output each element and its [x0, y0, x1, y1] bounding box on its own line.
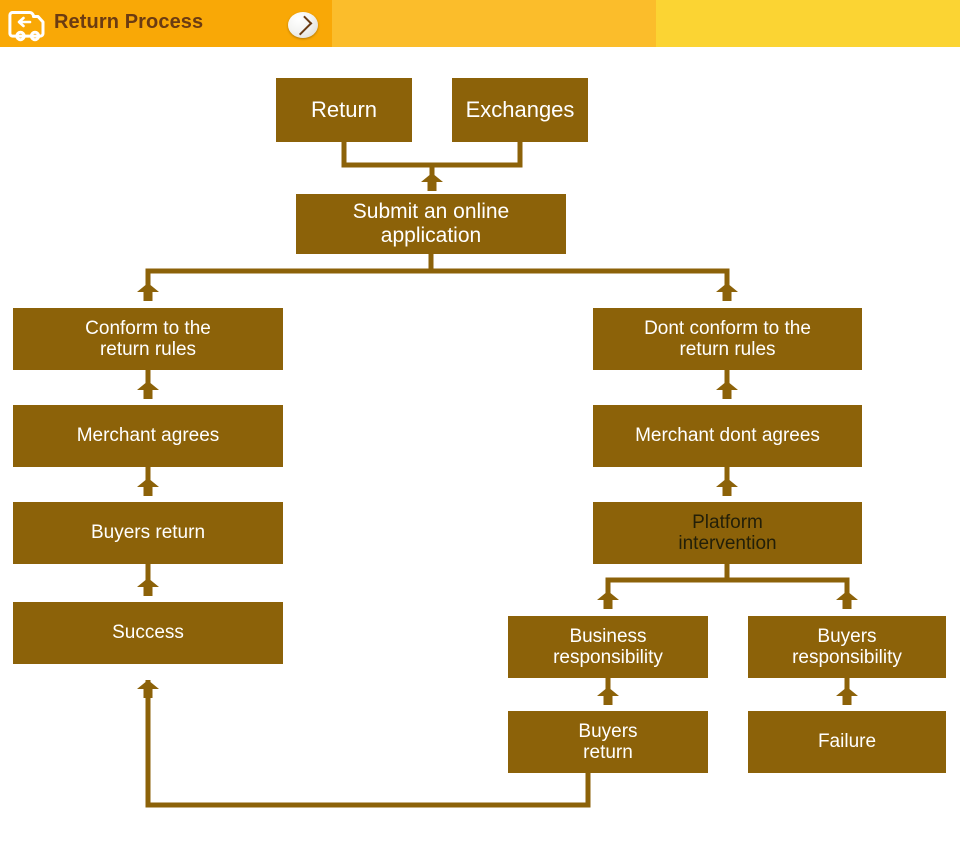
- node-buyers-responsibility[interactable]: Buyers responsibility: [748, 616, 946, 678]
- edge-submit-to-conform: [145, 254, 434, 293]
- header-band-right: [656, 0, 960, 47]
- arrowhead-dontconform: [716, 283, 738, 301]
- node-buyers-return-bottom[interactable]: Buyers return: [508, 711, 708, 773]
- node-merchant-agrees-label: Merchant agrees: [76, 425, 220, 447]
- arrowhead-success: [137, 578, 159, 596]
- node-business-responsibility[interactable]: Business responsibility: [508, 616, 708, 678]
- header-bar: Return Process: [0, 0, 960, 47]
- node-buyers-return-bottom-label: Buyers return: [578, 720, 638, 763]
- arrowhead-submit: [421, 173, 443, 191]
- node-conform-label: Conform to the return rules: [85, 317, 211, 360]
- node-merchant-dont-agrees-label: Merchant dont agrees: [635, 425, 820, 447]
- node-merchant-agrees[interactable]: Merchant agrees: [13, 405, 283, 467]
- edge-return-exchanges-merge: [341, 142, 523, 168]
- edge-submit-to-dontconform: [431, 268, 730, 293]
- node-return[interactable]: Return: [276, 78, 412, 142]
- node-buyers-responsibility-label: Buyers responsibility: [792, 625, 902, 668]
- next-arrow-button[interactable]: [288, 12, 318, 38]
- node-submit-online-application[interactable]: Submit an online application: [296, 194, 566, 254]
- node-success[interactable]: Success: [13, 602, 283, 664]
- header-band-left: [0, 0, 332, 47]
- arrowhead-buyers-return-bottom: [597, 687, 619, 705]
- node-exchanges[interactable]: Exchanges: [452, 78, 588, 142]
- arrowhead-buyers-return-left: [137, 478, 159, 496]
- edge-platform-to-buyersresp: [727, 577, 850, 601]
- arrowhead-buyers-resp: [836, 591, 858, 609]
- header-band-middle: [332, 0, 656, 47]
- node-dont-conform-label: Dont conform to the return rules: [644, 317, 811, 360]
- node-merchant-dont-agrees[interactable]: Merchant dont agrees: [593, 405, 862, 467]
- arrowhead-platform: [716, 478, 738, 496]
- chevron-right-icon: [292, 15, 313, 36]
- node-platform-intervention-label: Platform intervention: [678, 511, 777, 554]
- node-return-label: Return: [310, 96, 378, 122]
- node-buyers-return-left[interactable]: Buyers return: [13, 502, 283, 564]
- node-submit-label: Submit an online application: [352, 200, 510, 247]
- edge-platform-to-business: [605, 564, 730, 601]
- node-business-responsibility-label: Business responsibility: [553, 625, 663, 668]
- return-truck-icon: [8, 11, 45, 42]
- node-exchanges-label: Exchanges: [465, 96, 575, 122]
- arrowhead-feedback-success: [137, 680, 159, 698]
- node-dont-conform-to-return-rules[interactable]: Dont conform to the return rules: [593, 308, 862, 370]
- arrowhead-failure: [836, 687, 858, 705]
- node-success-label: Success: [112, 622, 184, 644]
- node-buyers-return-left-label: Buyers return: [90, 522, 206, 544]
- arrowhead-merchant-agrees: [137, 381, 159, 399]
- flowchart-canvas: Return Exchanges Submit an online applic…: [0, 47, 960, 844]
- node-conform-to-return-rules[interactable]: Conform to the return rules: [13, 308, 283, 370]
- arrowhead-conform: [137, 283, 159, 301]
- arrowhead-merchant-dont: [716, 381, 738, 399]
- page-title: Return Process: [54, 11, 204, 33]
- node-platform-intervention[interactable]: Platform intervention: [593, 502, 862, 564]
- node-failure[interactable]: Failure: [748, 711, 946, 773]
- arrowhead-business-resp: [597, 591, 619, 609]
- node-failure-label: Failure: [817, 731, 877, 753]
